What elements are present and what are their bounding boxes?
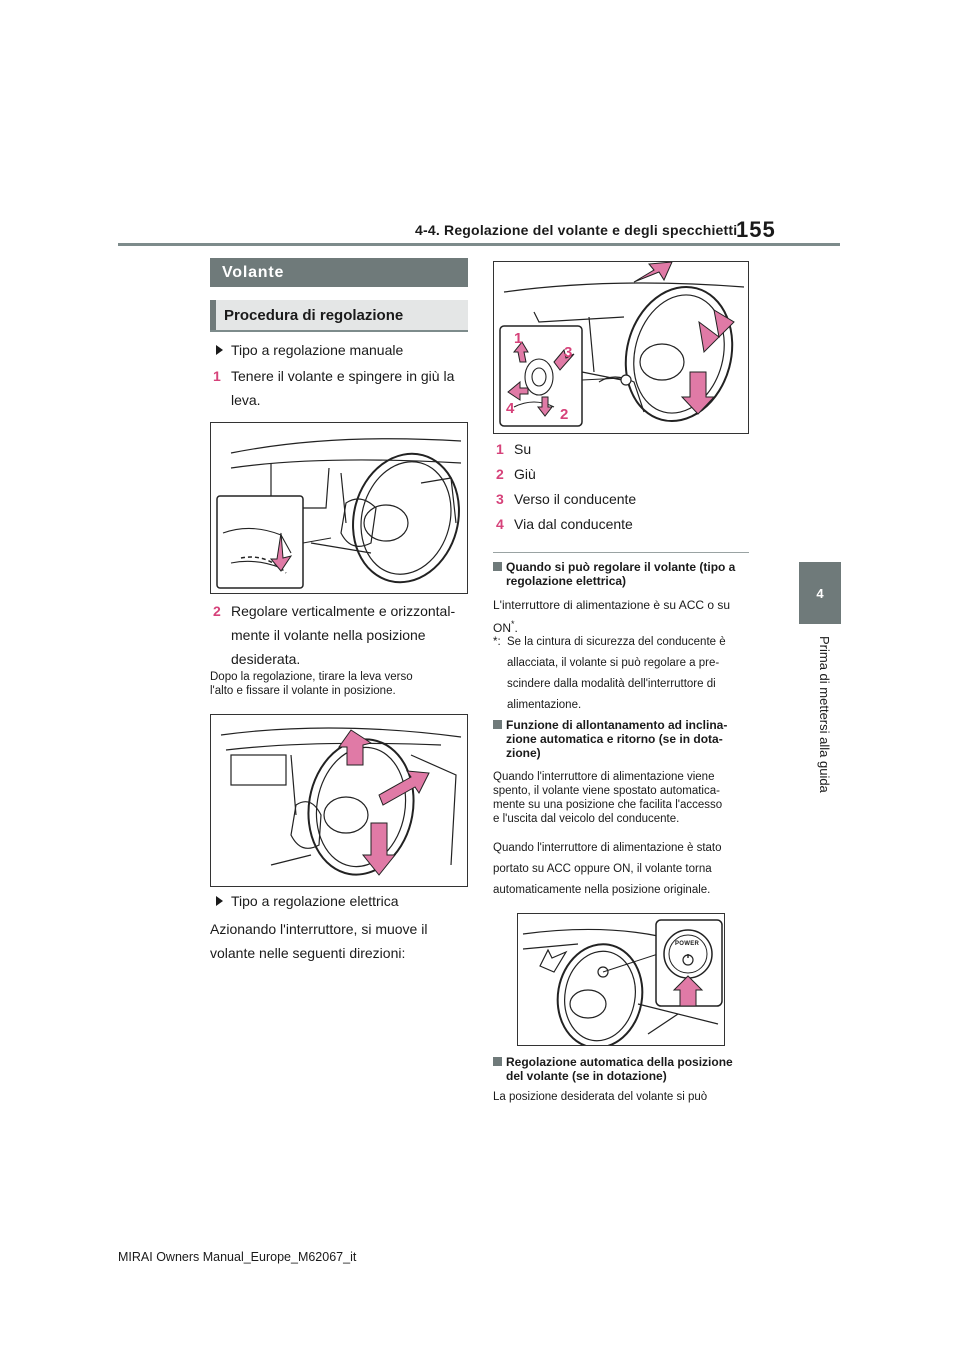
electric-line2: volante nelle seguenti direzioni: (210, 945, 406, 961)
direction-4-number: 4 (496, 516, 504, 532)
q2-body2-line2: portato su ACC oppure ON, il volante tor… (493, 863, 712, 875)
step-2-number: 2 (213, 603, 221, 619)
electric-description: Azionando l'interruttore, si muove il vo… (210, 917, 475, 965)
q2-body-line1: Quando l'interruttore di alimentazione v… (493, 771, 715, 783)
main-heading: Volante (210, 258, 468, 287)
q3-body-line1: La posizione desiderata del volante si p… (493, 1091, 708, 1103)
q1-body-line1: L'interruttore di alimentazione è su ACC… (493, 598, 731, 612)
q2-title-line3: zione) (506, 746, 541, 760)
q1-body: L'interruttore di alimentazione è su ACC… (493, 596, 755, 638)
q2-body: Quando l'interruttore di alimentazione v… (493, 770, 758, 826)
direction-item: 3 Verso il conducente (496, 487, 636, 512)
q3-title: Regolazione automatica della posizione d… (493, 1055, 755, 1083)
figure-power-switch: POWER (517, 913, 725, 1046)
after-note-line2: l'alto e fissare il volante in posizione… (210, 685, 396, 697)
q1-body-line2: ON (493, 621, 511, 635)
direction-list: 1 Su 2 Giù 3 Verso il conducente 4 Via dal c… (496, 437, 636, 537)
figure-label-4: 4 (506, 400, 515, 417)
direction-1-label: Su (514, 441, 532, 457)
q1-note-line4: alimentazione. (507, 699, 582, 711)
steering-directions-illustration (220, 727, 462, 876)
q2-title-line1: Funzione di allontanamento ad inclina- (506, 718, 728, 732)
electric-type-label: Tipo a regolazione elettrica (216, 893, 399, 909)
q2-body-line4: e l'uscita dal veicolo del conducente. (493, 813, 680, 825)
step-2-line1: Regolare verticalmente e orizzontal- (231, 603, 456, 619)
header-rule (118, 243, 840, 246)
figure-label-3: 3 (564, 344, 573, 361)
figure-electric-switch: 1 2 3 4 (493, 261, 749, 434)
after-note-line1: Dopo la regolazione, tirare la leva vers… (210, 671, 413, 683)
power-switch-illustration (522, 919, 723, 1045)
page-number: 155 (736, 217, 776, 242)
direction-item: 4 Via dal conducente (496, 512, 636, 537)
step-2-line3: desiderata. (231, 651, 301, 667)
step-1-number: 1 (213, 368, 221, 384)
q1-note-line2: allacciata, il volante si può regolare a… (507, 657, 720, 669)
figure-manual-directions (210, 714, 468, 887)
direction-2-label: Giù (514, 466, 536, 482)
steering-lever-illustration (216, 438, 462, 589)
footer-manual-name: MIRAI Owners Manual_Europe_M62067_it (118, 1250, 357, 1264)
electric-type-text: Tipo a regolazione elettrica (231, 893, 399, 909)
q2-body-line3: mente su una posizione che facilita l'ac… (493, 799, 723, 811)
q1-note-prefix: *: (493, 636, 501, 648)
power-button-label: POWER (675, 941, 700, 947)
electric-line1: Azionando l'interruttore, si muove il (210, 921, 428, 937)
square-bullet-icon (493, 720, 502, 729)
manual-type-label: Tipo a regolazione manuale (216, 342, 403, 358)
q2-title: Funzione di allontanamento ad inclina- z… (493, 718, 755, 760)
section-title: 4-4. Regolazione del volante e degli spe… (415, 222, 738, 238)
direction-item: 2 Giù (496, 462, 636, 487)
q3-body: La posizione desiderata del volante si p… (493, 1090, 758, 1104)
square-bullet-icon (493, 1057, 502, 1066)
q2-body-line2: spento, il volante viene spostato automa… (493, 785, 720, 797)
sub-heading: Procedura di regolazione (210, 300, 468, 332)
q1-dot: . (514, 621, 518, 635)
direction-3-number: 3 (496, 491, 504, 507)
step-2-line2: mente il volante nella posizione (231, 627, 426, 643)
step-1-line1: Tenere il volante e spingere in giù la (231, 368, 455, 384)
bullet-arrow-icon (216, 345, 223, 355)
q1-footnote: *: Se la cintura di sicurezza del conduce… (493, 632, 758, 716)
square-bullet-icon (493, 562, 502, 571)
sub-heading-bar (210, 300, 216, 330)
figure-label-2: 2 (560, 406, 569, 423)
direction-4-label: Via dal conducente (514, 516, 633, 532)
after-adjust-note: Dopo la regolazione, tirare la leva vers… (210, 670, 470, 698)
step-2: 2 Regolare verticalmente e orizzontal- me… (213, 599, 473, 671)
chapter-tab[interactable]: 4 (799, 562, 841, 624)
direction-2-number: 2 (496, 466, 504, 482)
q2-body2: Quando l'interruttore di alimentazione è… (493, 838, 758, 901)
manual-type-text: Tipo a regolazione manuale (231, 342, 404, 358)
step-1-line2: leva. (231, 392, 261, 408)
electric-switch-illustration (499, 262, 745, 427)
q1-star: * (511, 619, 515, 629)
q1-title: Quando si può regolare il volante (tipo … (493, 560, 755, 588)
sub-heading-text: Procedura di regolazione (224, 306, 404, 324)
q1-title-line2: regolazione elettrica) (506, 574, 627, 588)
section-divider (493, 552, 749, 553)
figure-label-1: 1 (514, 330, 523, 347)
chapter-title: Prima di mettersi alla guida (817, 636, 832, 793)
chapter-number: 4 (816, 585, 824, 601)
figure-manual-lever (210, 422, 468, 594)
q2-body2-line1: Quando l'interruttore di alimentazione è… (493, 842, 722, 854)
direction-1-number: 1 (496, 441, 504, 457)
q3-title-line2: del volante (se in dotazione) (506, 1069, 667, 1083)
bullet-arrow-icon (216, 896, 223, 906)
direction-3-label: Verso il conducente (514, 491, 637, 507)
q3-title-line1: Regolazione automatica della posizione (506, 1055, 733, 1069)
direction-item: 1 Su (496, 437, 636, 462)
q1-title-line1: Quando si può regolare il volante (tipo … (506, 560, 736, 574)
q2-title-line2: zione automatica e ritorno (se in dota- (506, 732, 723, 746)
q1-note-line1: Se la cintura di sicurezza del conducent… (507, 636, 726, 648)
q2-body2-line3: automaticamente nella posizione original… (493, 884, 711, 896)
q1-note-line3: scindere dalla modalità dell'interruttor… (507, 678, 716, 690)
